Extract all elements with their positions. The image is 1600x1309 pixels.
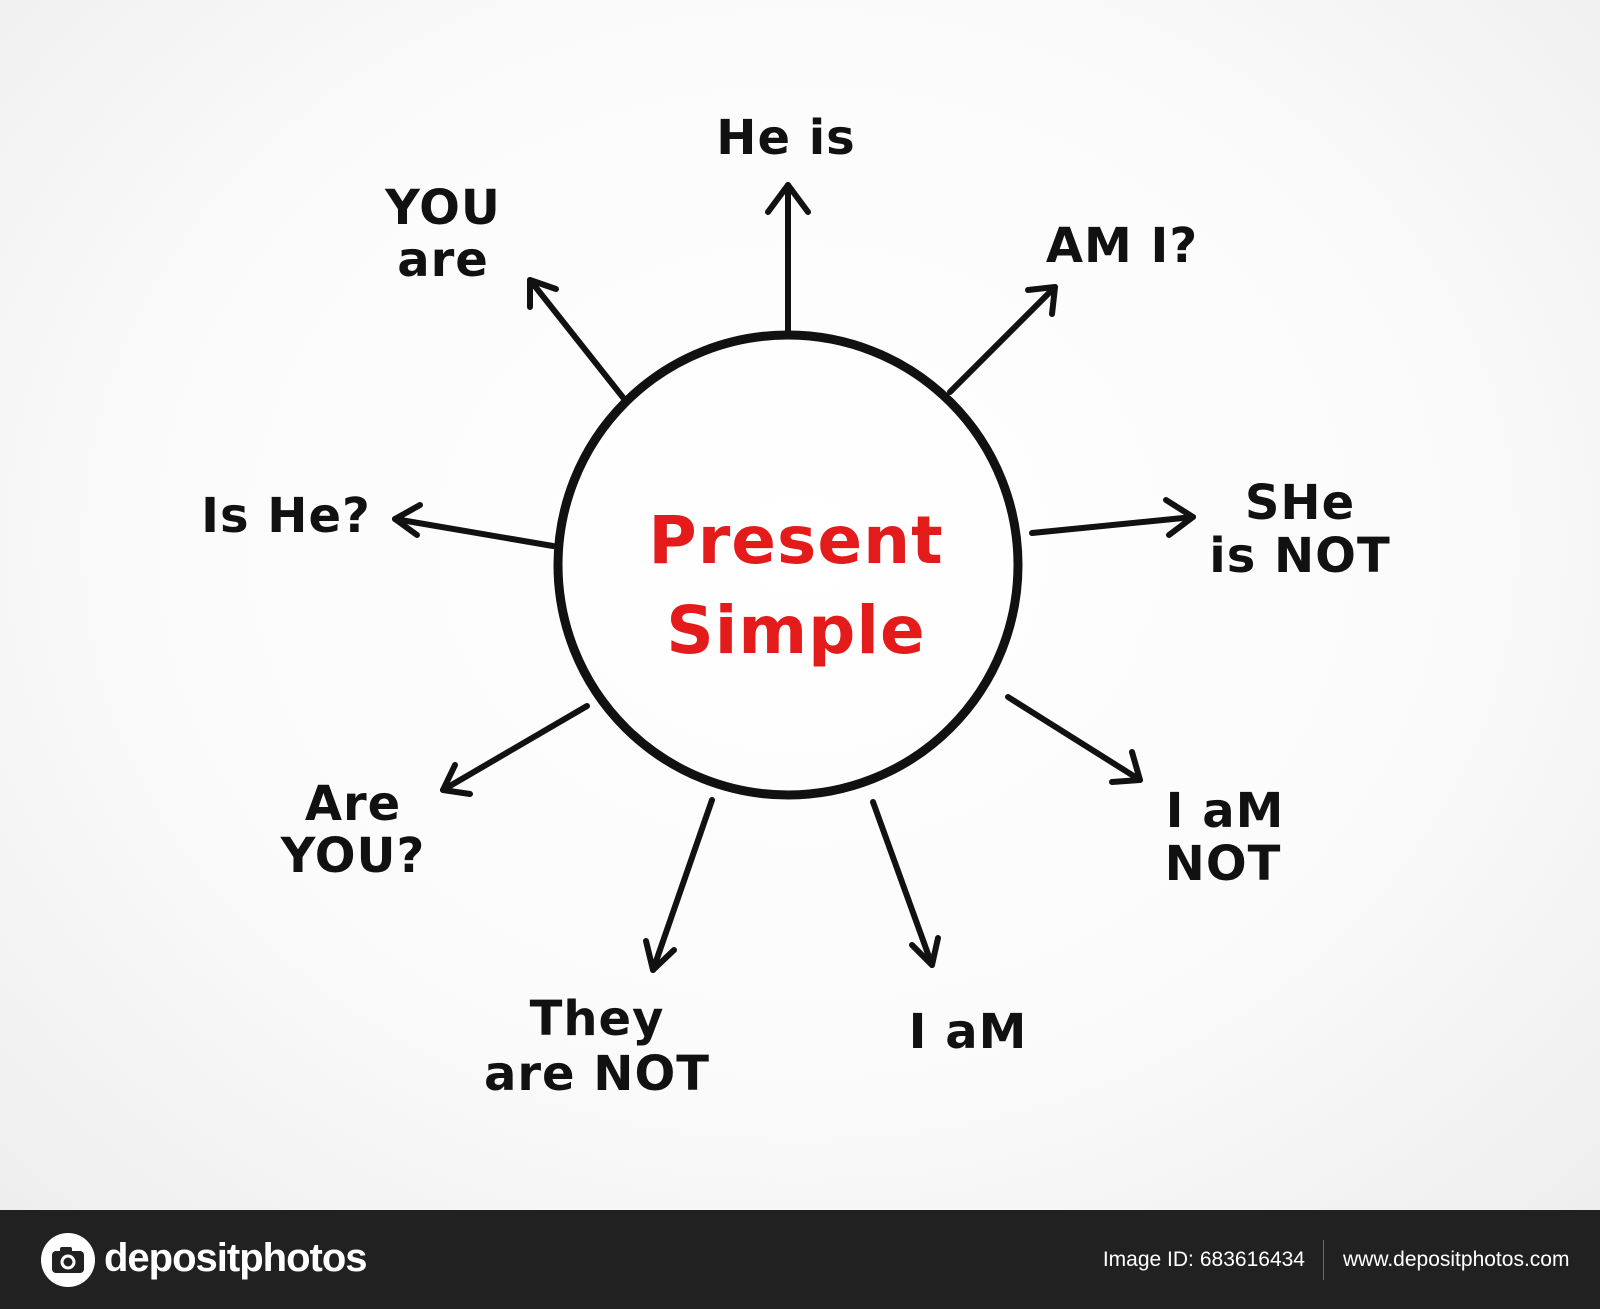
arrow-i-am-not [1005,694,1143,785]
label-she-is-not-line2: is NOT [1209,528,1390,584]
diagram-canvas: Present Simple He is AM I? SHe is NOT I … [0,0,1600,1210]
label-are-you-line1: Are [305,776,401,832]
label-you-are-line1: YOU [384,180,501,236]
label-they-are-not-line2: are NOT [484,1046,710,1102]
arrow-she-is-not [1029,497,1196,538]
arrow-he-is [765,182,811,336]
label-they-are-not-line1: They [530,991,665,1047]
label-i-am-not-line1: I aM [1166,783,1285,839]
image-id: Image ID:683616434 [1103,1246,1305,1274]
arrow-is-he [392,502,556,549]
label-i-am-not-line2: NOT [1165,836,1282,892]
label-am-i: AM I? [1046,218,1198,274]
label-are-you-line2: YOU? [280,828,426,884]
label-she-is-not-line1: SHe [1245,475,1355,531]
footer-bar: depositphotos Image ID:683616434 www.dep… [0,1210,1600,1309]
image-id-value: 683616434 [1199,1248,1305,1271]
label-is-he: Is He? [201,488,371,544]
center-title-line2: Simple [666,592,926,669]
label-i-am: I aM [909,1004,1028,1060]
arrow-you-are [527,277,628,403]
site-url: www.depositphotos.com [1343,1248,1570,1271]
arrow-i-am [870,799,941,968]
brand-wordmark: depositphotos [104,1236,368,1280]
camera-logo-icon [41,1233,95,1287]
arrow-are-you [440,703,590,797]
center-title-line1: Present [648,502,943,579]
image-id-label: Image ID: [1102,1248,1194,1271]
arrow-they-are-not [643,797,715,973]
arrow-am-i [947,284,1058,395]
footer-divider [1323,1240,1324,1280]
label-he-is: He is [716,110,855,166]
label-you-are-line2: are [397,232,489,288]
mind-map: Present Simple He is AM I? SHe is NOT I … [201,110,1390,1102]
